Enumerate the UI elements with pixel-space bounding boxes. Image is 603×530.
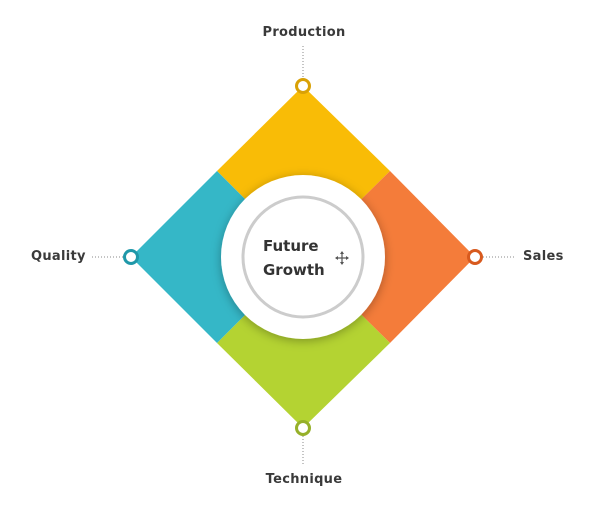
marker-ring-top — [295, 78, 311, 94]
marker-ring-left — [123, 249, 139, 265]
center-inner-ring — [241, 195, 365, 319]
center-title: Future Growth — [263, 234, 343, 282]
label-production: Production — [262, 25, 346, 40]
marker-ring-bottom — [295, 420, 311, 436]
marker-ring-right — [467, 249, 483, 265]
segment-sales[interactable] — [303, 171, 475, 343]
center-disc — [221, 175, 385, 339]
label-technique: Technique — [265, 472, 343, 487]
move-cursor-icon — [335, 251, 349, 265]
label-quality: Quality — [31, 249, 86, 264]
center-title-line2: Growth — [263, 261, 325, 279]
center-title-line1: Future — [263, 237, 319, 255]
label-sales: Sales — [523, 249, 564, 264]
